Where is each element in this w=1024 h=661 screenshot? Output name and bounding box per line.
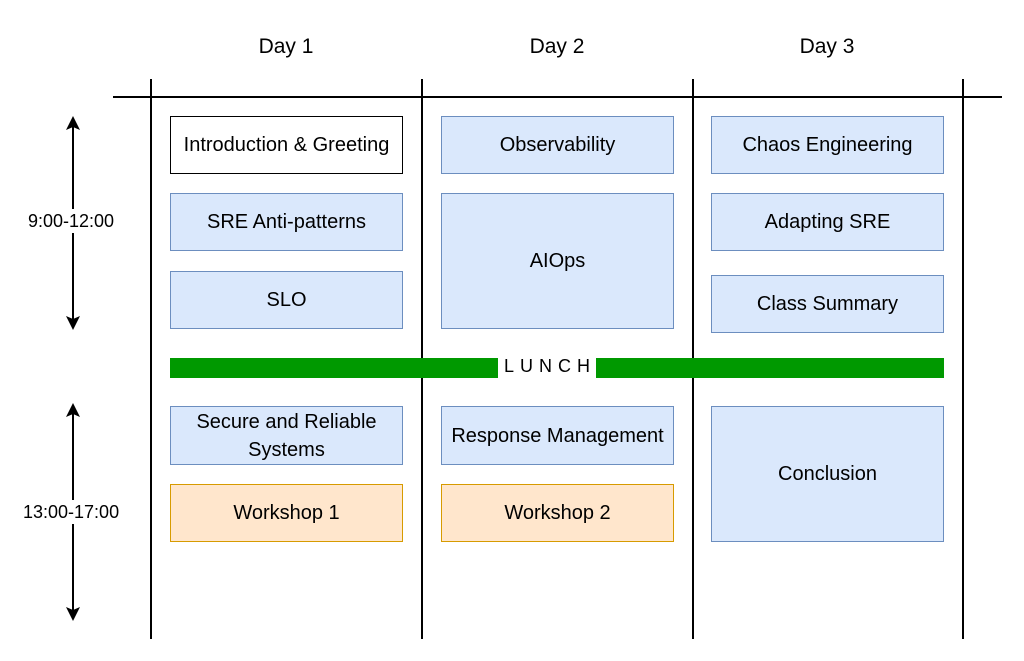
lunch-bar-right bbox=[595, 358, 944, 378]
session-introduction-greeting: Introduction & Greeting bbox=[170, 116, 403, 174]
session-slo: SLO bbox=[170, 271, 403, 329]
lunch-bar-left bbox=[170, 358, 499, 378]
session-conclusion: Conclusion bbox=[711, 406, 944, 542]
session-sre-anti-patterns: SRE Anti-patterns bbox=[170, 193, 403, 251]
column-divider-line bbox=[962, 79, 964, 639]
lunch-label: LUNCH bbox=[498, 353, 596, 379]
morning-time-label: 9:00-12:00 bbox=[27, 209, 116, 233]
day-1-header: Day 1 bbox=[258, 35, 314, 58]
column-divider-line bbox=[150, 79, 152, 639]
session-class-summary: Class Summary bbox=[711, 275, 944, 333]
header-divider-line bbox=[113, 96, 1002, 98]
session-workshop-1: Workshop 1 bbox=[170, 484, 403, 542]
afternoon-time-label: 13:00-17:00 bbox=[22, 500, 121, 524]
session-observability: Observability bbox=[441, 116, 674, 174]
session-chaos-engineering: Chaos Engineering bbox=[711, 116, 944, 174]
session-secure-reliable-systems: Secure and Reliable Systems bbox=[170, 406, 403, 465]
session-response-management: Response Management bbox=[441, 406, 674, 465]
session-adapting-sre: Adapting SRE bbox=[711, 193, 944, 251]
session-aiops: AIOps bbox=[441, 193, 674, 329]
day-2-header: Day 2 bbox=[529, 35, 585, 58]
day-3-header: Day 3 bbox=[799, 35, 855, 58]
session-workshop-2: Workshop 2 bbox=[441, 484, 674, 542]
